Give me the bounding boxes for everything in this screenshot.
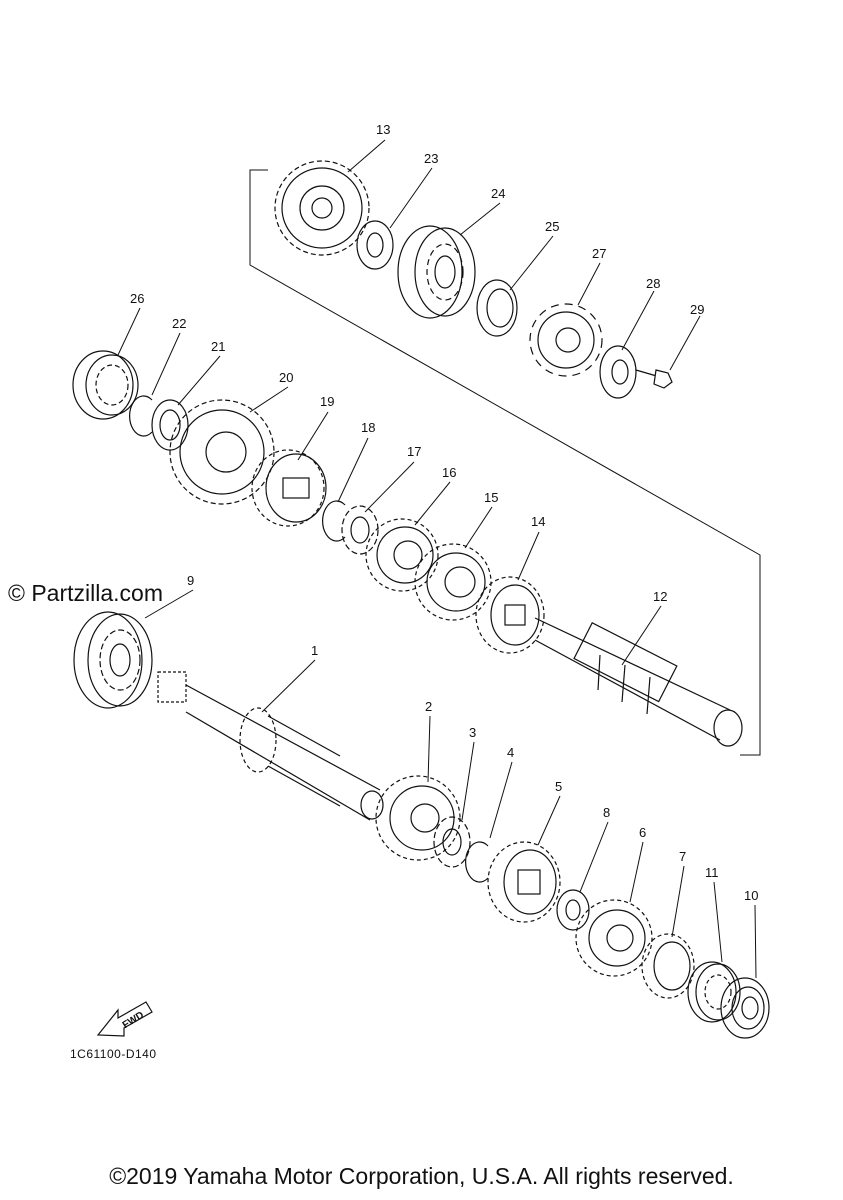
callout-25: 25 xyxy=(545,219,559,234)
callout-15: 15 xyxy=(484,490,498,505)
washer-21 xyxy=(151,399,189,451)
gear-15 xyxy=(414,543,492,621)
callout-20: 20 xyxy=(279,370,293,385)
bearing-26 xyxy=(72,350,139,420)
callout-23: 23 xyxy=(424,151,438,166)
callout-11: 11 xyxy=(705,865,719,880)
gear-13 xyxy=(274,160,370,256)
callout-5: 5 xyxy=(555,779,562,794)
fwd-arrow-icon: FWD xyxy=(96,1001,153,1037)
sprocket-27 xyxy=(529,303,603,377)
group-bracket xyxy=(249,169,761,756)
shaft-12 xyxy=(534,617,743,747)
callout-13: 13 xyxy=(376,122,390,137)
oil-seal-25 xyxy=(476,279,518,337)
callout-8: 8 xyxy=(603,805,610,820)
callout-4: 4 xyxy=(507,745,514,760)
washer-17 xyxy=(341,505,379,555)
circlip-22 xyxy=(129,395,153,437)
callout-1: 1 xyxy=(311,643,318,658)
callout-14: 14 xyxy=(531,514,545,529)
gear-5 xyxy=(487,841,561,923)
diagram-code: 1C61100-D140 xyxy=(70,1047,157,1061)
callout-6: 6 xyxy=(639,825,646,840)
copyright-notice: ©2019 Yamaha Motor Corporation, U.S.A. A… xyxy=(109,1163,734,1189)
bearing-11 xyxy=(687,961,741,1023)
callout-29: 29 xyxy=(690,302,704,317)
circlip-18 xyxy=(322,500,346,542)
watermark: © Partzilla.com xyxy=(8,580,163,606)
callout-2: 2 xyxy=(425,699,432,714)
circlip-4 xyxy=(465,841,489,883)
bolt-29 xyxy=(635,369,673,389)
gear-16 xyxy=(365,518,439,592)
callout-19: 19 xyxy=(320,394,334,409)
oil-seal-10 xyxy=(720,977,770,1039)
washer-23 xyxy=(356,220,394,270)
callout-16: 16 xyxy=(442,465,456,480)
callout-7: 7 xyxy=(679,849,686,864)
gear-14 xyxy=(475,576,545,654)
lock-washer-28 xyxy=(599,345,637,399)
callout-3: 3 xyxy=(469,725,476,740)
callout-28: 28 xyxy=(646,276,660,291)
callout-21: 21 xyxy=(211,339,225,354)
washer-3 xyxy=(433,816,471,868)
gear-2 xyxy=(375,775,461,861)
callout-18: 18 xyxy=(361,420,375,435)
shaft-1 xyxy=(157,671,384,821)
callout-9: 9 xyxy=(187,573,194,588)
bearing-24 xyxy=(397,225,476,319)
callout-12: 12 xyxy=(653,589,667,604)
gear-7 xyxy=(641,933,695,999)
bearing-9 xyxy=(73,611,153,709)
gear-6 xyxy=(575,899,653,977)
gear-20 xyxy=(169,399,275,505)
callout-27: 27 xyxy=(592,246,606,261)
callout-17: 17 xyxy=(407,444,421,459)
washer-8 xyxy=(556,889,590,931)
gear-19 xyxy=(251,449,327,527)
callout-26: 26 xyxy=(130,291,144,306)
callout-10: 10 xyxy=(744,888,758,903)
callout-24: 24 xyxy=(491,186,505,201)
callout-22: 22 xyxy=(172,316,186,331)
